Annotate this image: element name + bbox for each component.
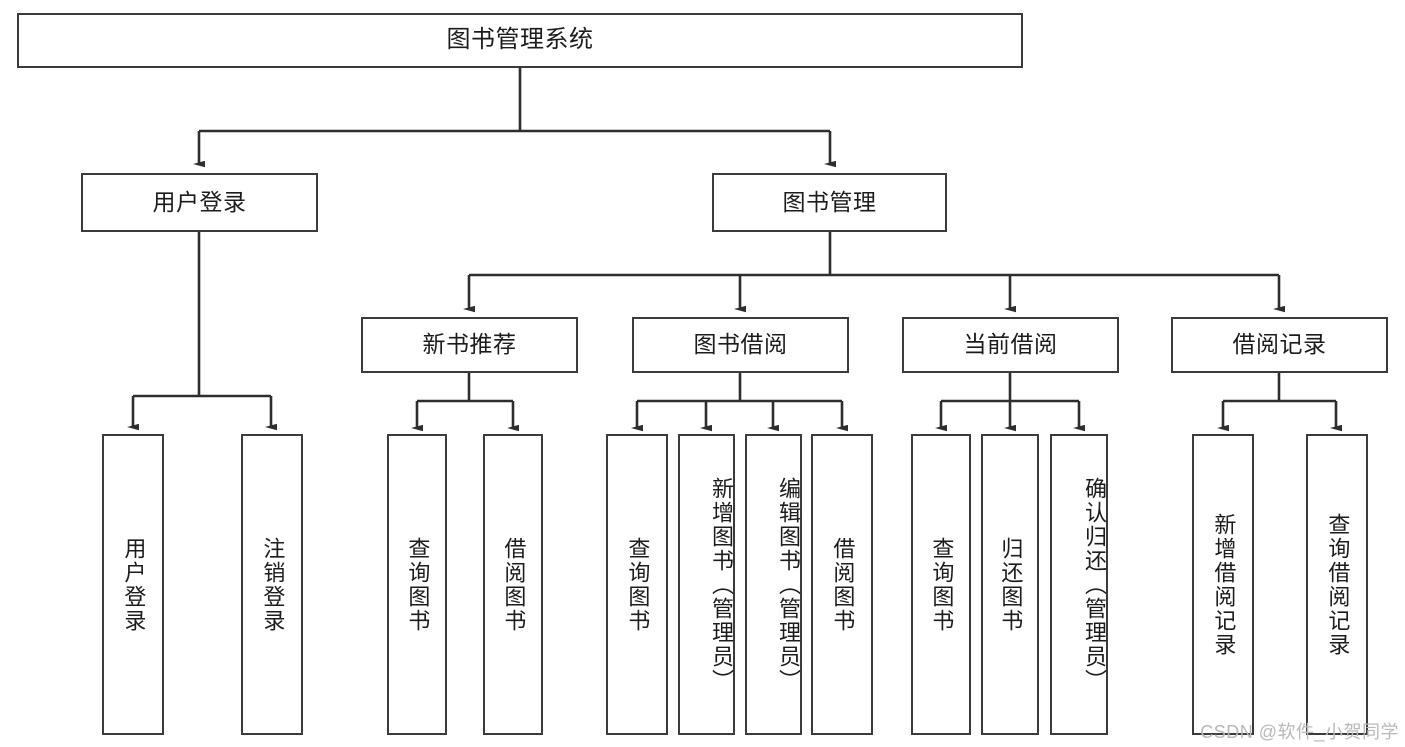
node-borrow-record[interactable]: 借阅记录 <box>1171 317 1388 373</box>
leaf-book-borrow-add-book-admin[interactable]: 新增图书（管理员） <box>678 434 735 735</box>
node-label: 借阅记录 <box>1232 331 1327 358</box>
node-label: 归还图书 <box>998 536 1024 633</box>
node-label: 查询图书 <box>625 536 651 633</box>
node-label: 新增借阅记录 <box>1211 512 1237 657</box>
leaf-current-borrow-confirm-return-admin[interactable]: 确认归还（管理员） <box>1050 434 1108 735</box>
node-book-management[interactable]: 图书管理 <box>712 173 947 232</box>
leaf-new-book-borrow-book[interactable]: 借阅图书 <box>483 434 543 735</box>
leaf-current-borrow-return-book[interactable]: 归还图书 <box>981 434 1039 735</box>
leaf-book-borrow-query-book[interactable]: 查询图书 <box>606 434 668 735</box>
node-label: 编辑图书（管理员） <box>776 476 801 693</box>
node-label: 确认归还（管理员） <box>1082 476 1107 693</box>
leaf-borrow-record-query-record[interactable]: 查询借阅记录 <box>1306 434 1368 735</box>
node-book-borrow[interactable]: 图书借阅 <box>632 317 849 373</box>
watermark-text: CSDN @软件_小贺同学 <box>1200 722 1399 742</box>
node-label: 图书管理 <box>782 188 877 215</box>
node-label: 当前借阅 <box>963 331 1058 358</box>
node-root-book-management-system[interactable]: 图书管理系统 <box>17 13 1023 68</box>
node-label: 查询图书 <box>405 536 431 633</box>
leaf-new-book-query-book[interactable]: 查询图书 <box>387 434 447 735</box>
node-label: 查询借阅记录 <box>1325 512 1351 657</box>
node-label: 用户登录 <box>121 536 147 633</box>
node-label: 借阅图书 <box>830 536 856 633</box>
leaf-borrow-record-add-record[interactable]: 新增借阅记录 <box>1192 434 1254 735</box>
leaf-current-borrow-query-book[interactable]: 查询图书 <box>911 434 971 735</box>
node-user-login[interactable]: 用户登录 <box>81 173 318 232</box>
leaf-user-login-logout[interactable]: 注销登录 <box>241 434 303 735</box>
node-label: 新书推荐 <box>422 331 517 358</box>
node-new-book-recommend[interactable]: 新书推荐 <box>361 317 578 373</box>
node-label: 图书管理系统 <box>446 26 594 54</box>
node-label: 注销登录 <box>260 536 286 633</box>
node-label: 图书借阅 <box>693 331 788 358</box>
node-current-borrow[interactable]: 当前借阅 <box>902 317 1119 373</box>
leaf-book-borrow-borrow-book[interactable]: 借阅图书 <box>811 434 873 735</box>
node-label: 用户登录 <box>152 188 247 215</box>
leaf-user-login-login[interactable]: 用户登录 <box>102 434 164 735</box>
node-label: 新增图书（管理员） <box>709 476 734 693</box>
node-label: 借阅图书 <box>501 536 527 633</box>
node-label: 查询图书 <box>929 536 955 633</box>
leaf-book-borrow-edit-book-admin[interactable]: 编辑图书（管理员） <box>745 434 802 735</box>
